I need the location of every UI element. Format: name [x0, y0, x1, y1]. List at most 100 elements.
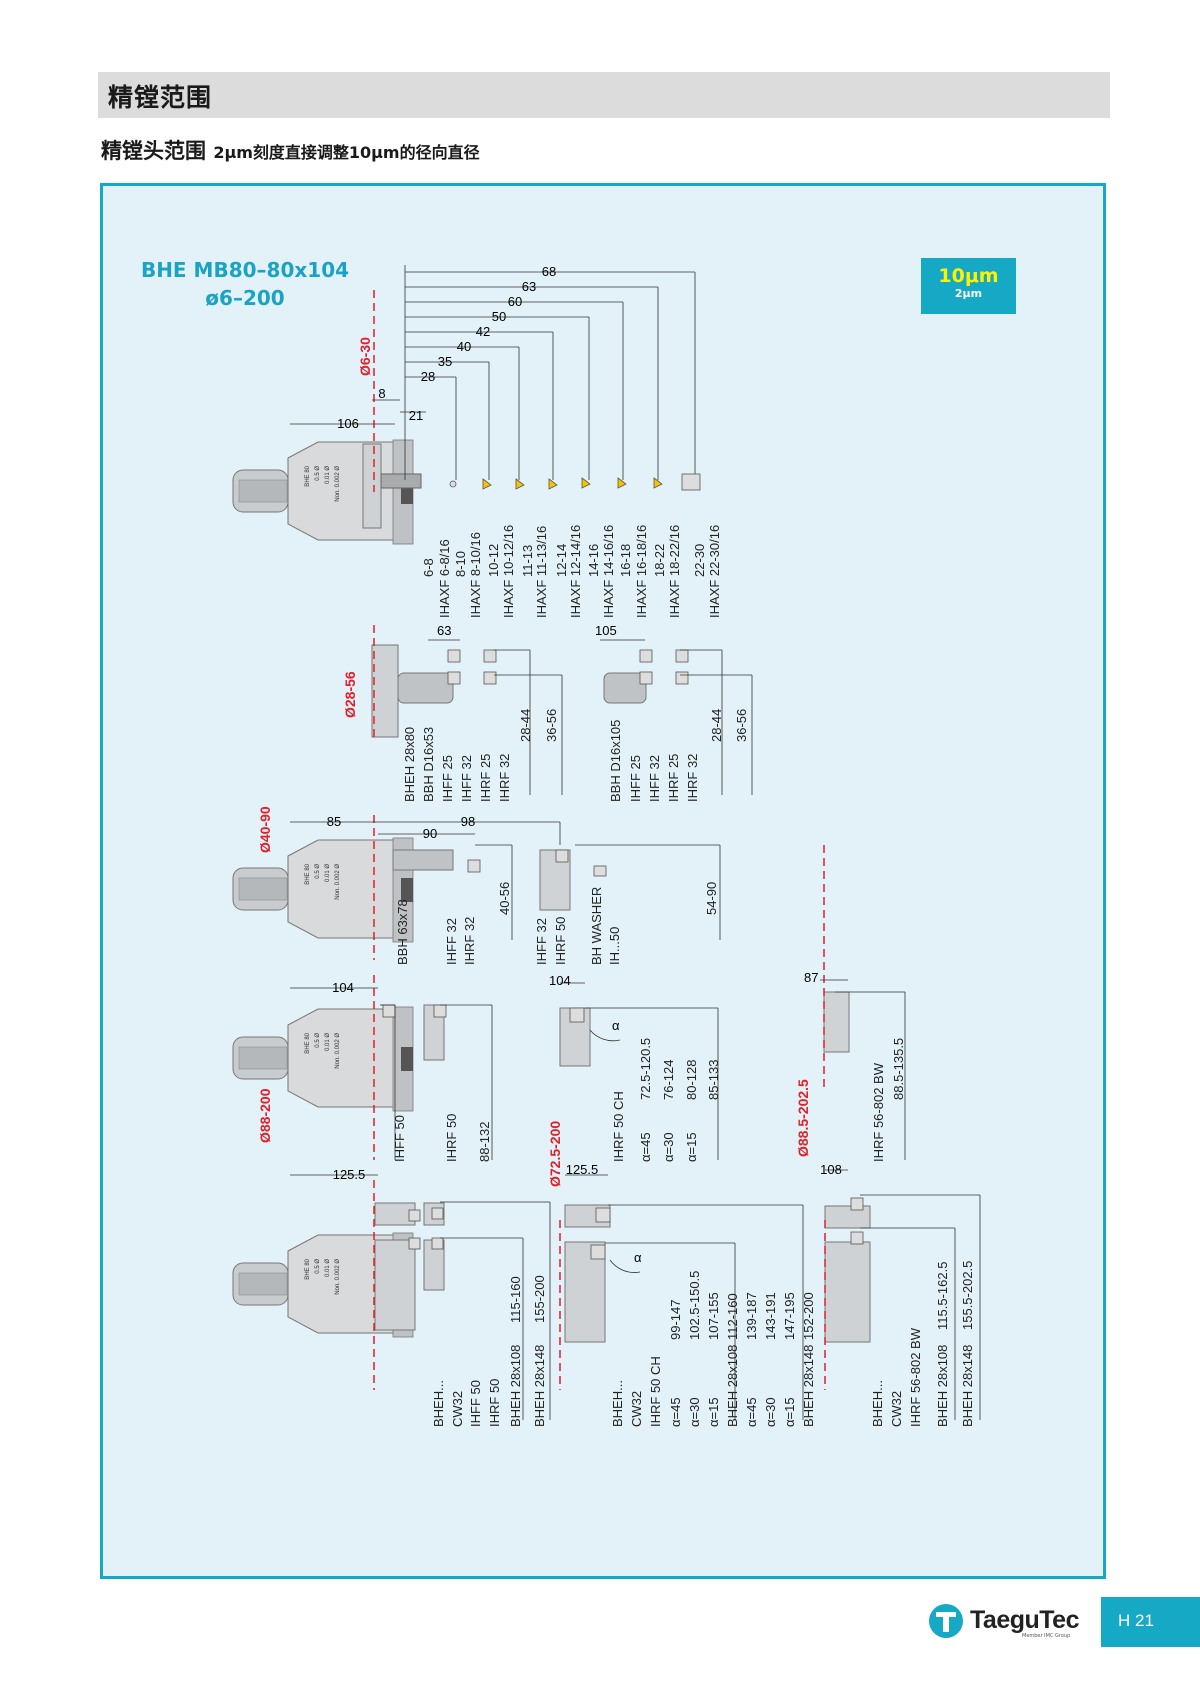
row1-vertical-labels: 6-8 8-10 10-12 11-13 12-14 14-16 16-18 1… — [421, 525, 722, 618]
dim-63: 63 — [522, 279, 536, 294]
range-139-187: 139-187 — [744, 1292, 759, 1340]
logo-mark-icon — [929, 1604, 963, 1638]
part-bheh-28x80: BHEH 28x80 — [402, 727, 417, 802]
range-18-22: 18-22 — [652, 544, 667, 577]
dim-125-5-b: 125.5 — [566, 1162, 599, 1177]
section-title: 精镗范围 — [108, 83, 213, 112]
insert-8-10: IHAXF 8-10/16 — [468, 532, 483, 618]
dim-8: 8 — [378, 386, 385, 401]
page-number-tab: H 21 — [1101, 1597, 1200, 1647]
part-cw32-b: CW32 — [629, 1391, 644, 1427]
part-bheh-c: BHEH... — [870, 1380, 885, 1427]
range-112-160: 112-160 — [725, 1293, 740, 1340]
part-ihff-25: IHFF 25 — [440, 755, 455, 802]
alpha-label-2: α — [634, 1250, 642, 1265]
part-ihrf-50-r3: IHRF 50 — [553, 917, 568, 965]
insert-22-30: IHAXF 22-30/16 — [707, 525, 722, 618]
part-ihff-50: IHFF 50 — [392, 1115, 407, 1162]
dim-87: 87 — [804, 970, 818, 985]
part-bheh-28x148-c: BHEH 28x148 — [960, 1345, 975, 1427]
range-88-5-135-5: 88.5-135.5 — [891, 1038, 906, 1100]
range-155-200: 155-200 — [532, 1275, 547, 1323]
part-ihrf-50-ch: IHRF 50 CH — [611, 1091, 626, 1162]
row2-assembly: 63 105 BHEH 28x80 BBH D16x53 IHFF 25 IHF… — [342, 623, 753, 802]
product-name: BHE MB80–80x104 — [140, 258, 350, 282]
row3-assembly: 85 98 90 BBH 63x78 IHFF 32 IHRF 32 40-56… — [232, 806, 721, 965]
section-title-bar: 精镗范围 — [98, 72, 1110, 118]
part-bheh-28x108: BHEH 28x108 — [508, 1345, 523, 1427]
dim-42: 42 — [476, 324, 490, 339]
range-155-5-202-5: 155.5-202.5 — [960, 1261, 975, 1330]
part-bh-washer: BH WASHER — [589, 887, 604, 965]
part-ihrf-32-r3: IHRF 32 — [462, 917, 477, 965]
alpha-15-b: α=15 — [706, 1397, 721, 1427]
part-ihrf-50: IHRF 50 — [444, 1114, 459, 1162]
logo-text: TaeguTec — [970, 1606, 1080, 1634]
range-54-90: 54-90 — [704, 882, 719, 915]
taegutec-logo: TaeguTec Member IMC Group — [928, 1603, 1100, 1641]
dim-60: 60 — [508, 294, 522, 309]
row4-assembly: 104 104 87 α IHFF 50 IHRF 50 88-132 IHRF… — [232, 845, 906, 1187]
dim-28: 28 — [421, 369, 435, 384]
insert-18-22: IHAXF 18-22/16 — [667, 525, 682, 618]
dim-85: 85 — [327, 814, 341, 829]
insert-16-18: IHAXF 16-18/16 — [634, 525, 649, 618]
range-36-56-b: 36-56 — [734, 709, 749, 742]
part-ihrf-50-ch-b: IHRF 50 CH — [648, 1356, 663, 1427]
dim-108: 108 — [820, 1162, 842, 1177]
part-ihff-25-b: IHFF 25 — [628, 755, 643, 802]
badge-big: 10μm — [938, 265, 999, 287]
range-28-44: 28-44 — [518, 709, 533, 742]
part-ihff-32-r3: IHFF 32 — [444, 918, 459, 965]
part-ihrf-25: IHRF 25 — [478, 754, 493, 802]
part-bbh-d16x53: BBH D16x53 — [421, 727, 436, 802]
range-label-40-90: Ø40-90 — [257, 806, 273, 853]
insert-6-8: IHAXF 6-8/16 — [437, 539, 452, 618]
part-bheh-b: BHEH... — [610, 1380, 625, 1427]
alpha-30: α=30 — [661, 1132, 676, 1162]
range-115-5-162-5: 115.5-162.5 — [935, 1262, 950, 1330]
range-22-30: 22-30 — [692, 544, 707, 577]
resolution-badge: 10μm 2μm — [921, 258, 1016, 314]
part-cw32: CW32 — [450, 1391, 465, 1427]
product-range: ø6–200 — [205, 286, 285, 310]
range-80-128: 80-128 — [684, 1060, 699, 1100]
range-102-5-150-5: 102.5-150.5 — [687, 1271, 702, 1340]
range-label-88-200: Ø88-200 — [257, 1088, 273, 1143]
alpha-45-b: α=45 — [668, 1397, 683, 1427]
product-title: BHE MB80–80x104 ø6–200 — [135, 256, 355, 312]
range-152-200: 152-200 — [801, 1292, 816, 1340]
dim-50: 50 — [492, 309, 506, 324]
page-number: H 21 — [1118, 1611, 1154, 1630]
part-bbh-d16x105: BBH D16x105 — [608, 720, 623, 802]
part-bheh-28x148: BHEH 28x148 — [532, 1345, 547, 1427]
range-115-160: 115-160 — [508, 1276, 523, 1323]
part-ihff-32-b: IHFF 32 — [647, 755, 662, 802]
range-99-147: 99-147 — [668, 1300, 683, 1340]
range-14-16: 14-16 — [586, 544, 601, 577]
dim-104: 104 — [332, 980, 354, 995]
badge-small: 2μm — [954, 287, 983, 300]
range-36-56: 36-56 — [544, 709, 559, 742]
dim-90: 90 — [423, 826, 437, 841]
range-label-6-30: Ø6-30 — [357, 337, 373, 376]
alpha-30-b: α=30 — [687, 1397, 702, 1427]
dim-63-row2: 63 — [437, 623, 451, 638]
logo-subtext: Member IMC Group — [1022, 1633, 1071, 1639]
alpha-15-c: α=15 — [782, 1397, 797, 1427]
range-143-191: 143-191 — [763, 1292, 778, 1340]
range-label-88-5-202-5: Ø88.5-202.5 — [795, 1079, 811, 1157]
range-8-10: 8-10 — [453, 551, 468, 577]
subtitle: 精镗头范围 2μm刻度直接调整10μm的径向直径 — [101, 135, 480, 165]
part-ihrf-32: IHRF 32 — [497, 754, 512, 802]
range-40-56: 40-56 — [497, 882, 512, 915]
range-72-5-120-5: 72.5-120.5 — [638, 1038, 653, 1100]
part-bheh-28x148-b: BHEH 28x148 — [801, 1345, 816, 1427]
part-ihrf-50-r5: IHRF 50 — [487, 1379, 502, 1427]
part-ihff-32: IHFF 32 — [459, 755, 474, 802]
alpha-45: α=45 — [638, 1132, 653, 1162]
range-147-195: 147-195 — [782, 1292, 797, 1340]
row5-assembly: 125.5 125.5 108 α BHEH... CW32 IHFF 50 I… — [232, 1162, 981, 1427]
range-85-133: 85-133 — [706, 1060, 721, 1100]
range-28-44-b: 28-44 — [709, 709, 724, 742]
